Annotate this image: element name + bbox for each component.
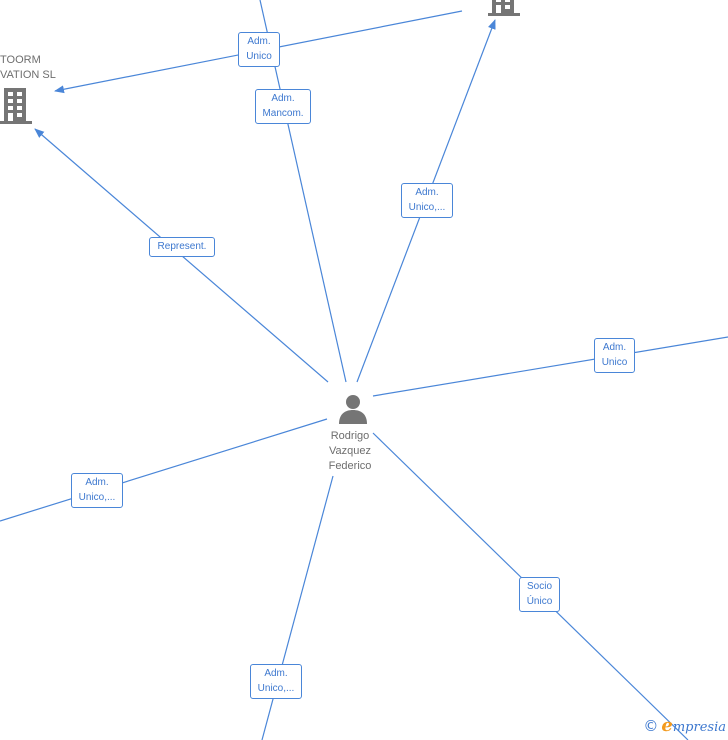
edge-label-adm-unico-etc-bottom[interactable]: Adm. Unico,... xyxy=(250,664,302,699)
edge-label-line: Adm. xyxy=(247,36,271,47)
edge-label-adm-unico-etc-left[interactable]: Adm. Unico,... xyxy=(71,473,123,508)
edge-label-line: Adm. xyxy=(602,342,627,353)
edge-label-line: Adm. xyxy=(264,668,288,679)
building-icon[interactable] xyxy=(488,0,520,16)
copyright-icon: © xyxy=(643,717,659,735)
edge-label-line: Único xyxy=(526,596,553,607)
edge-label-line: Unico xyxy=(601,357,628,368)
edge-label-line: Adm. xyxy=(415,187,439,198)
company-left-name-line1: TOORM xyxy=(0,54,41,66)
person-name-line2: Vazquez xyxy=(329,445,371,457)
edge-label-line: Socio xyxy=(526,581,552,592)
edge-adm-unico-etc-left xyxy=(0,418,328,522)
edge-label-line: Unico,... xyxy=(408,202,446,213)
person-name-line1: Rodrigo xyxy=(330,430,370,442)
edge-adm-unico-right xyxy=(372,336,728,397)
edge-adm-unico-etc-bottom xyxy=(261,475,334,740)
edge-label-adm-unico-etc-upper[interactable]: Adm. Unico,... xyxy=(401,183,453,218)
edge-label-socio-unico[interactable]: Socio Único xyxy=(519,577,560,612)
edge-label-line: Adm. xyxy=(85,477,109,488)
person-name-label[interactable]: Rodrigo Vazquez Federico xyxy=(310,429,390,474)
empresia-watermark: ©empresia xyxy=(643,715,726,736)
edge-label-line: Adm. xyxy=(271,93,295,104)
edge-label-adm-unico-right[interactable]: Adm. Unico xyxy=(594,338,635,373)
edge-label-represent[interactable]: Represent. xyxy=(149,237,215,257)
edge-label-line: Represent. xyxy=(157,241,207,252)
edge-label-adm-mancom[interactable]: Adm. Mancom. xyxy=(255,89,311,124)
edge-label-line: Unico xyxy=(246,51,272,62)
edge-label-line: Unico,... xyxy=(78,492,116,503)
brand-name: mpresia xyxy=(672,720,726,735)
edge-label-adm-unico-top[interactable]: Adm. Unico xyxy=(238,32,280,67)
person-name-line3: Federico xyxy=(328,460,372,472)
edge-label-line: Unico,... xyxy=(257,683,295,694)
person-icon[interactable] xyxy=(338,394,368,424)
company-left-name-line2: VATION SL xyxy=(0,69,56,81)
company-left-label[interactable]: TOORM VATION SL xyxy=(0,53,56,83)
building-icon[interactable] xyxy=(0,88,32,124)
edge-label-line: Mancom. xyxy=(262,108,304,119)
brand-logo-e: e xyxy=(661,715,673,736)
